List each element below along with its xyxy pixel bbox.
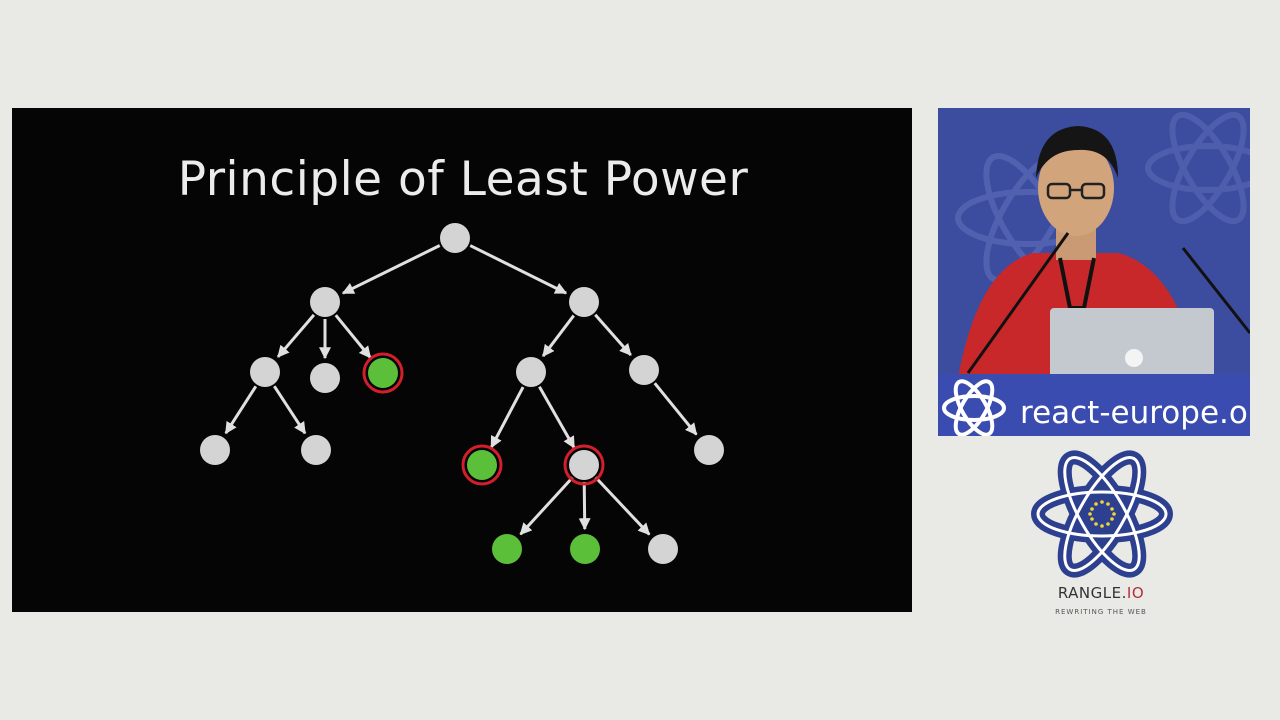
sponsor-name: RANGLE.IO xyxy=(1042,584,1160,602)
sponsor-name-accent: IO xyxy=(1126,584,1145,602)
tree-edge-arrow xyxy=(653,382,698,436)
tree-node-l1 xyxy=(310,287,340,317)
tree-node-lr xyxy=(368,358,398,388)
slide-title: Principle of Least Power xyxy=(177,152,749,207)
speaker-camera-feed xyxy=(938,108,1250,436)
tree-node-lm xyxy=(310,363,340,393)
podium-banner: react-europe.o xyxy=(1020,390,1250,436)
highlight-ring xyxy=(362,352,404,394)
tree-edge-arrow xyxy=(341,244,441,295)
tree-edge-arrow xyxy=(594,313,632,356)
tree-node-rlr xyxy=(569,450,599,480)
tree-node-rr xyxy=(629,355,659,385)
tree-edge-arrow xyxy=(594,476,651,536)
tree-node-rl xyxy=(516,357,546,387)
tree-node-r1 xyxy=(569,287,599,317)
highlight-ring xyxy=(461,444,503,486)
sponsor-atom-logo xyxy=(1031,450,1173,578)
tree-edge-arrow xyxy=(276,313,316,358)
tree-edge-arrow xyxy=(469,244,568,295)
tree-node-rlrl xyxy=(492,534,522,564)
sponsor-name-main: RANGLE. xyxy=(1057,584,1127,602)
sponsor-tagline: REWRITING THE WEB xyxy=(1055,608,1147,616)
tree-node-root xyxy=(440,223,470,253)
highlight-ring xyxy=(563,444,605,486)
tree-node-rrr xyxy=(694,435,724,465)
tree-node-rll xyxy=(467,450,497,480)
tree-edge-arrow xyxy=(273,385,307,435)
tree-edge-arrow xyxy=(578,481,591,531)
tree-node-rlrr xyxy=(648,534,678,564)
laptop xyxy=(1050,308,1214,388)
tree-edge-arrow xyxy=(541,314,575,358)
eu-stars-icon xyxy=(1088,500,1116,528)
tree-edge-arrow xyxy=(519,476,574,536)
tree-edge-arrow xyxy=(224,385,258,435)
component-tree-diagram xyxy=(200,223,724,564)
tree-node-lll xyxy=(200,435,230,465)
tree-edge-arrow xyxy=(489,386,525,449)
tree-node-rlrm xyxy=(570,534,600,564)
podium-atom-icon xyxy=(942,379,1006,436)
speaker-video-frame xyxy=(938,108,1250,436)
tree-node-llr xyxy=(301,435,331,465)
tree-node-ll xyxy=(250,357,280,387)
tree-edge-arrow xyxy=(538,386,576,449)
backdrop-atom-icon xyxy=(1145,111,1250,225)
podium-banner-text: react-europe.o xyxy=(1020,395,1248,431)
presentation-slide xyxy=(12,108,912,612)
tree-edge-arrow xyxy=(334,314,372,359)
apple-logo-icon xyxy=(1125,349,1143,367)
